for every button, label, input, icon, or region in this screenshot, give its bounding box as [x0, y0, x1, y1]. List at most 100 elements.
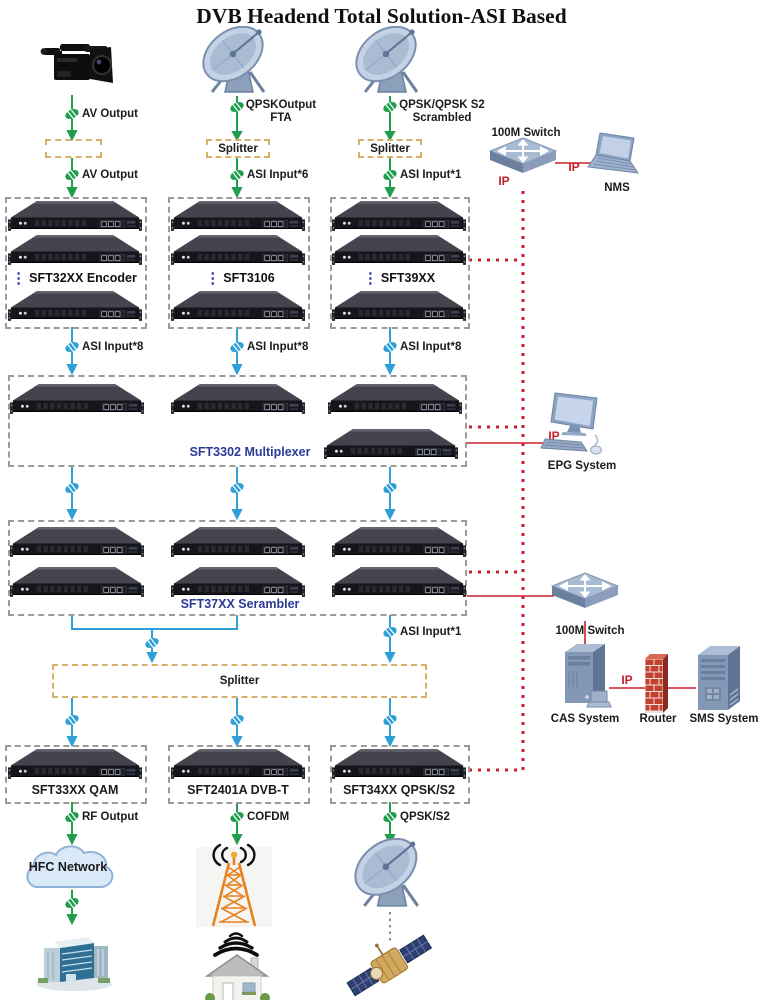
dvbt-box — [168, 745, 310, 804]
uplink-dish-icon — [348, 838, 429, 908]
ip-links-solid — [467, 162, 696, 689]
house-icon — [204, 954, 270, 1000]
multiplexer-label: SFT3302 Multiplexer — [189, 445, 311, 459]
rack-unit — [171, 526, 305, 558]
ip-label-4: IP — [621, 673, 633, 687]
ip-links-dotted — [469, 191, 525, 772]
dish1-output-line2: FTA — [270, 112, 292, 124]
ip-label-1: IP — [498, 174, 510, 188]
av-output-label-1: AV Output — [82, 108, 138, 120]
sft3106-label-text: SFT3106 — [223, 271, 275, 285]
splitter-label-1: Splitter — [218, 142, 258, 155]
router-label: Router — [639, 713, 677, 725]
rack-unit — [332, 748, 466, 780]
rack-unit — [171, 234, 305, 266]
rack-unit — [171, 566, 305, 598]
arrow-asi-input-1-mid — [384, 615, 396, 664]
av-output-label-2: AV Output — [82, 169, 138, 181]
dish1-output-line1: QPSKOutput — [245, 99, 317, 111]
switch2-label: 100M Switch — [555, 625, 625, 637]
scrambler-label: SFT37XX Serambler — [180, 597, 300, 611]
nms-label: NMS — [604, 182, 630, 194]
radio-waves-icon — [213, 932, 259, 957]
sms-server-icon — [698, 646, 740, 710]
dish2-output-label: QPSK/QPSK S2 Scrambled — [399, 99, 485, 125]
router-firewall-icon — [645, 654, 668, 713]
rack-unit — [171, 748, 305, 780]
more-racks-ellipsis: ⋮ — [205, 269, 221, 287]
rack-unit — [10, 566, 144, 598]
scrambler-merge-bracket — [71, 615, 238, 630]
encoder-label: ⋮ SFT32XX Encoder — [11, 269, 137, 287]
switch1-label: 100M Switch — [491, 127, 561, 139]
rack-unit — [8, 290, 142, 322]
cas-server-icon — [565, 644, 612, 708]
rack-unit — [171, 200, 305, 232]
rack-unit — [8, 748, 142, 780]
more-racks-ellipsis: ⋮ — [11, 269, 27, 287]
asi8-right-label: ASI Input*8 — [400, 341, 462, 353]
ip-label-3: IP — [548, 429, 560, 443]
switch2-icon — [551, 572, 619, 609]
arrow-dish1-output — [231, 96, 243, 142]
scrambler-box — [8, 520, 467, 616]
broadcast-tower-icon — [196, 843, 272, 927]
dish2-output-line1: QPSK/QPSK S2 — [399, 99, 485, 111]
splitter-main-box: Splitter — [52, 664, 427, 698]
splitter-label-2: Splitter — [370, 142, 410, 155]
asi8-left-label: ASI Input*8 — [82, 341, 144, 353]
rack-unit — [332, 234, 466, 266]
rack-unit — [332, 200, 466, 232]
rack-unit — [171, 290, 305, 322]
splitter-box-scrambled: Splitter — [358, 139, 422, 158]
arrow-dish2-output — [384, 96, 396, 142]
asi-input1-mid-label: ASI Input*1 — [400, 626, 462, 638]
qpsk-label: SFT34XX QPSK/S2 — [343, 783, 455, 797]
satellite-dish-scrambled-icon — [350, 26, 428, 94]
nms-laptop-icon — [587, 132, 640, 174]
rack-unit — [171, 383, 305, 415]
placeholder-box — [45, 139, 102, 158]
satellite-dish-fta-icon — [197, 26, 275, 94]
cofdm-label: COFDM — [247, 811, 290, 823]
epg-label: EPG System — [547, 460, 617, 472]
dish1-output-label: QPSKOutput FTA — [246, 99, 316, 125]
cas-label: CAS System — [550, 713, 620, 725]
sft39xx-group-box — [330, 197, 470, 329]
arrow-rf-output — [66, 802, 78, 846]
asi8-mid-label: ASI Input*8 — [247, 341, 309, 353]
rack-unit — [8, 200, 142, 232]
rack-unit — [10, 526, 144, 558]
sft39xx-label: ⋮ SFT39XX — [362, 269, 435, 287]
camera-icon — [40, 44, 113, 83]
rack-unit — [328, 383, 462, 415]
encoder-label-text: SFT32XX Encoder — [29, 271, 137, 285]
rack-unit — [10, 383, 144, 415]
epg-computer-icon — [540, 392, 602, 455]
sft3106-group-box — [168, 197, 310, 329]
building-icon — [36, 937, 112, 991]
dvbt-label: SFT2401A DVB-T — [187, 783, 289, 797]
arrow-qpsk-s2 — [384, 802, 396, 846]
rack-unit — [332, 526, 466, 558]
rack-unit — [324, 428, 458, 460]
sms-label: SMS System — [689, 713, 759, 725]
page-title: DVB Headend Total Solution-ASI Based — [196, 4, 567, 28]
hfc-cloud-icon — [26, 845, 114, 888]
dish2-output-line2: Scrambled — [412, 112, 472, 124]
more-racks-ellipsis: ⋮ — [362, 269, 378, 287]
hfc-network-label: HFC Network — [28, 860, 108, 874]
rf-output-label: RF Output — [82, 811, 139, 823]
asi-input6-label: ASI Input*6 — [247, 169, 309, 181]
qam-box — [5, 745, 147, 804]
qpsk-box — [330, 745, 470, 804]
multiplexer-box — [8, 375, 467, 467]
asi-input1-top-label: ASI Input*1 — [400, 169, 462, 181]
satellite-icon — [346, 934, 433, 997]
rack-unit — [8, 234, 142, 266]
encoder-group-box — [5, 197, 147, 329]
qpsk-s2-label: QPSK/S2 — [400, 811, 450, 823]
arrow-cofdm — [231, 802, 243, 846]
